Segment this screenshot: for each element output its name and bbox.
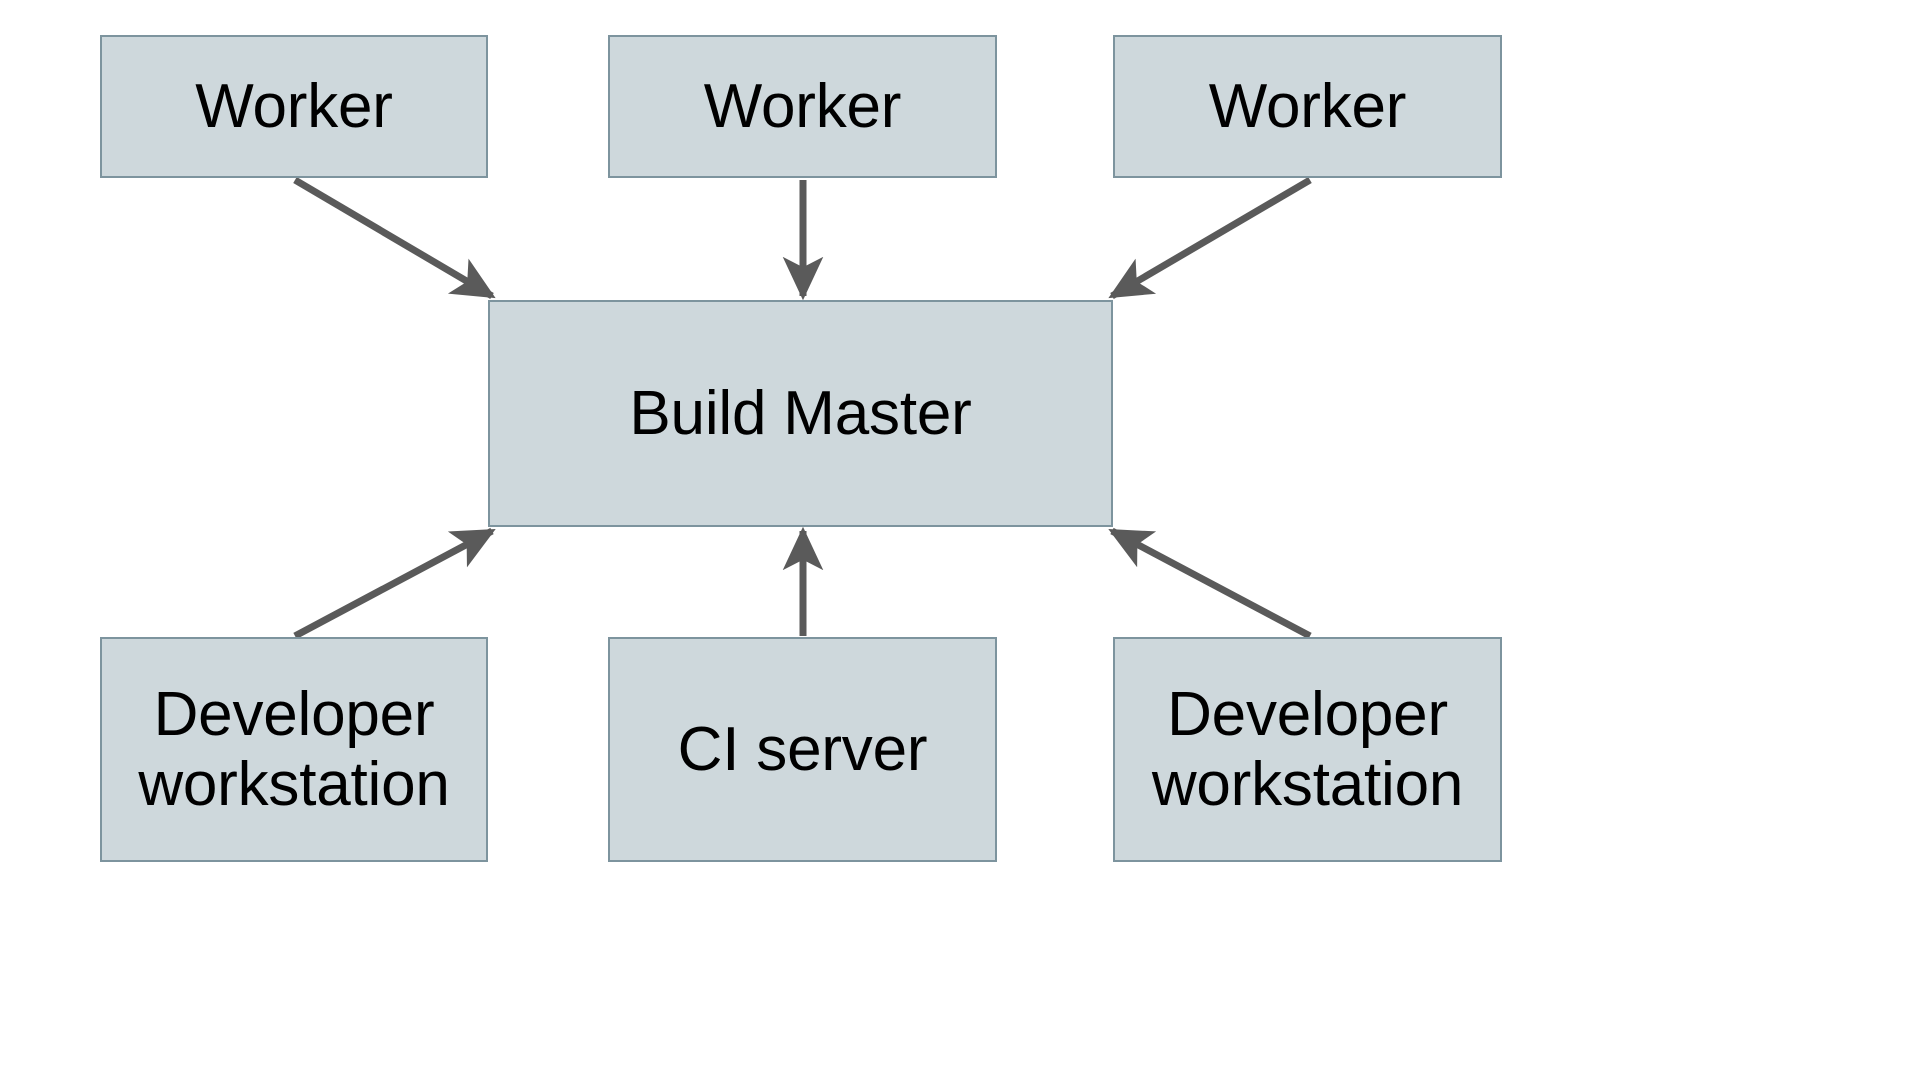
- node-build-master-label: Build Master: [629, 378, 972, 448]
- node-developer-workstation-2[interactable]: Developer workstation: [1113, 637, 1502, 862]
- edge-worker-1-to-build-master: [293, 176, 496, 300]
- node-ci-server-label: CI server: [677, 714, 928, 784]
- node-worker-3-label: Worker: [1208, 71, 1407, 141]
- node-ci-server[interactable]: CI server: [608, 637, 997, 862]
- node-developer-workstation-2-label: Developer workstation: [1151, 680, 1464, 819]
- node-worker-1[interactable]: Worker: [100, 35, 488, 178]
- node-worker-2[interactable]: Worker: [608, 35, 997, 178]
- node-developer-workstation-1[interactable]: Developer workstation: [100, 637, 488, 862]
- node-worker-2-label: Worker: [703, 71, 902, 141]
- node-build-master[interactable]: Build Master: [488, 300, 1113, 527]
- edge-dev-2-to-build-master: [1108, 527, 1312, 640]
- edge-dev-1-to-build-master: [293, 527, 496, 640]
- node-worker-3[interactable]: Worker: [1113, 35, 1502, 178]
- node-developer-workstation-1-label: Developer workstation: [138, 680, 450, 819]
- node-worker-1-label: Worker: [195, 71, 393, 141]
- edge-worker-3-to-build-master: [1108, 176, 1312, 300]
